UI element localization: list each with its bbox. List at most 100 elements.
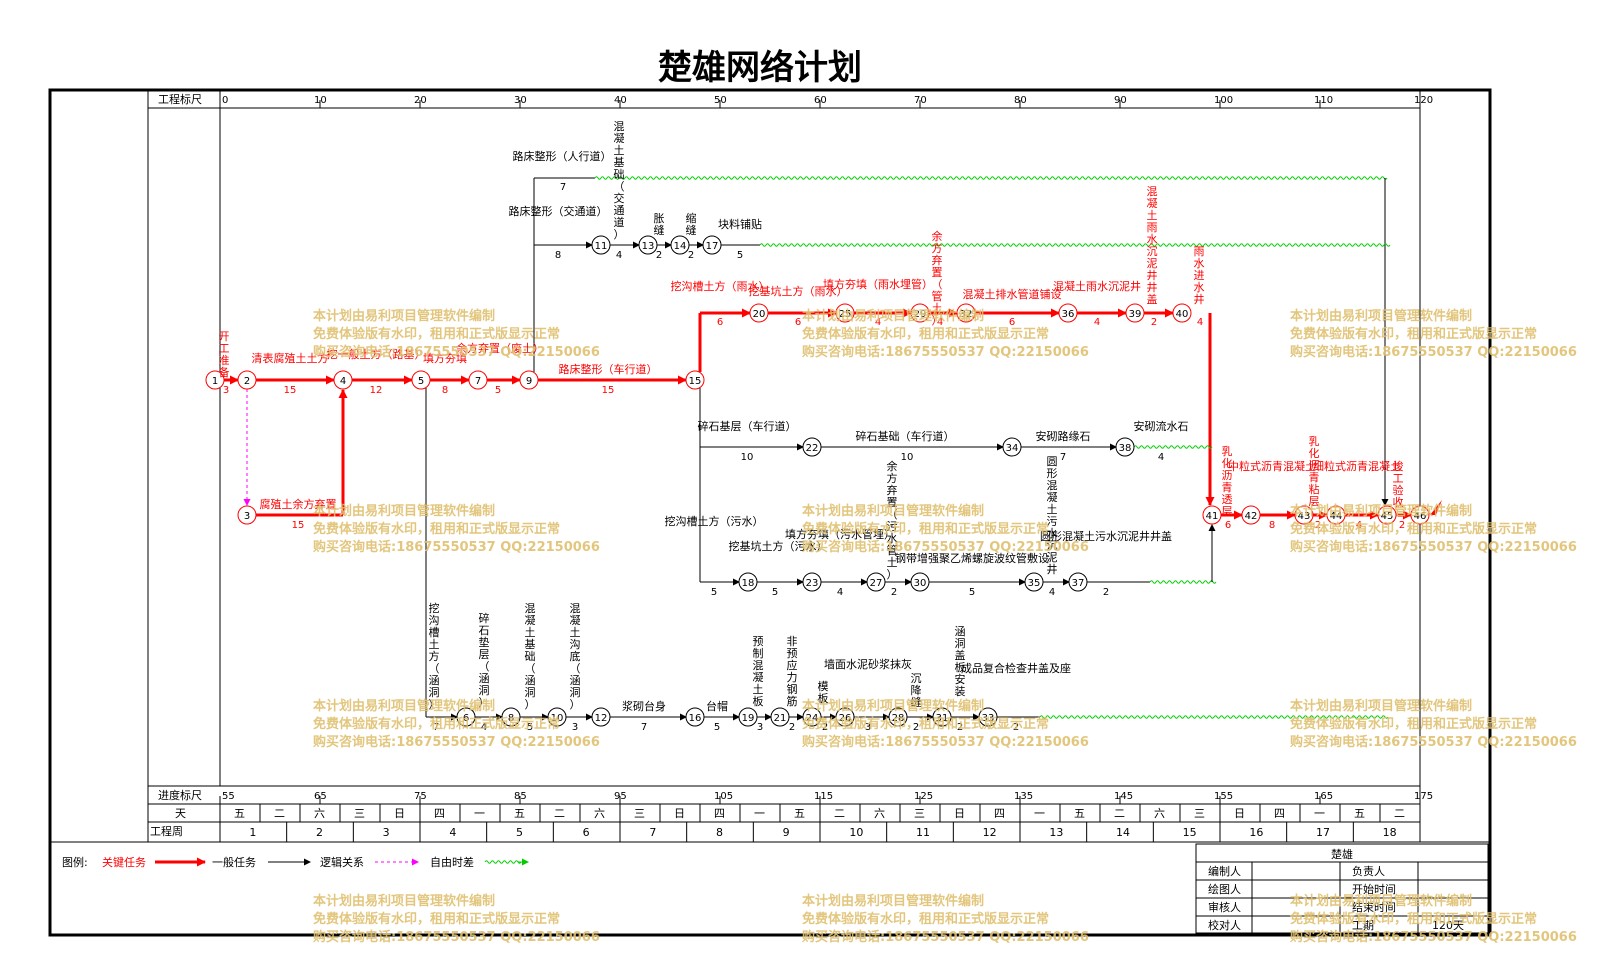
week-label: 2 (316, 826, 323, 839)
top-tick-label: 120 (1414, 95, 1433, 106)
node-label: 17 (706, 241, 719, 252)
node-label: 32 (960, 309, 973, 320)
node-16 (685, 707, 705, 727)
node-label: 42 (1245, 511, 1258, 522)
activity-duration: 4 (875, 317, 881, 328)
progress-tick-label: 145 (1114, 791, 1133, 802)
activity-label: 竣工验收 (1393, 459, 1404, 509)
weekday-label: 一 (1034, 807, 1045, 820)
week-label: 9 (783, 826, 790, 839)
weekday-label: 五 (794, 807, 805, 820)
activity-duration: 3 (572, 722, 578, 733)
node-label: 7 (475, 376, 481, 387)
progress-tick-label: 105 (714, 791, 733, 802)
activity-label: 碎石垫层（涵洞） (479, 611, 490, 709)
week-label: 17 (1316, 826, 1330, 839)
activity-duration: 7 (1060, 452, 1066, 463)
legend-logic-label: 逻辑关系 (320, 855, 364, 869)
weekday-label: 一 (754, 807, 765, 820)
weekday-label: 三 (354, 807, 365, 820)
legend-float-wave (484, 860, 522, 864)
week-label: 10 (849, 826, 863, 839)
weekday-label: 四 (1274, 807, 1285, 820)
node-label: 43 (1298, 511, 1311, 522)
activity-duration: 5 (711, 587, 717, 598)
node-label: 3 (244, 511, 250, 522)
activity-duration: 6 (717, 317, 723, 328)
node-38 (1115, 437, 1135, 457)
info-right-label: 负责人 (1352, 864, 1385, 878)
node-label: 9 (526, 376, 532, 387)
activity-label: 圆形混凝土污水沉泥井 (1047, 455, 1058, 576)
top-tick-label: 110 (1314, 95, 1333, 106)
activity-duration: 2 (1103, 587, 1109, 598)
weekday-label: 日 (674, 807, 685, 820)
activity-label: 挖沟槽土方（涵洞） (429, 601, 440, 711)
weekday-label: 四 (434, 807, 445, 820)
activity-label: 碎石基层（车行道） (698, 419, 797, 433)
free-float-wave (1039, 715, 1389, 719)
node-12 (591, 707, 611, 727)
node-44 (1326, 505, 1346, 525)
activity-label: 腐殖土余方弃置 (260, 497, 337, 511)
node-label: 34 (1006, 443, 1019, 454)
activity-duration: 2 (822, 722, 828, 733)
page-title: 楚雄网络计划 (658, 48, 862, 88)
weekday-label: 三 (634, 807, 645, 820)
week-label: 4 (449, 826, 456, 839)
node-11 (591, 235, 611, 255)
week-label: 7 (649, 826, 656, 839)
activity-label: 混凝土雨水沉泥井 (1053, 279, 1141, 293)
progress-tick-label: 75 (414, 791, 427, 802)
node-18 (738, 572, 758, 592)
weekday-label: 二 (1394, 807, 1405, 820)
weekday-label: 五 (234, 807, 245, 820)
activity-label: 台帽 (706, 699, 728, 713)
node-14 (670, 235, 690, 255)
activity-label: 块料铺贴 (718, 217, 762, 231)
legend-title: 图例: (62, 855, 88, 869)
node-label: 27 (870, 578, 883, 589)
weekday-label: 四 (994, 807, 1005, 820)
activity-duration: 2 (1013, 722, 1019, 733)
node-25 (835, 303, 855, 323)
weekday-label: 五 (1354, 807, 1365, 820)
activity-duration: 15 (602, 385, 615, 396)
node-label: 16 (689, 713, 702, 724)
node-30 (910, 572, 930, 592)
activity-label: 挖沟槽土方（雨水） (671, 279, 770, 293)
activity-label: 清表腐殖土土方 (252, 351, 329, 365)
activity-label: 缩缝 (686, 212, 697, 237)
activity-label: 浆砌台身 (622, 699, 666, 713)
progress-scale-label: 进度标尺 (158, 788, 202, 802)
node-3 (237, 505, 257, 525)
node-label: 4 (340, 376, 346, 387)
node-label: 22 (806, 443, 819, 454)
node-2 (237, 370, 257, 390)
activity-label: 挖一般土方（路基） (327, 347, 426, 361)
activity-duration: 4 (616, 250, 622, 261)
weekday-label: 二 (1114, 807, 1125, 820)
activity-duration: 5 (527, 722, 533, 733)
progress-tick-label: 155 (1214, 791, 1233, 802)
node-label: 23 (806, 578, 819, 589)
node-label: 24 (806, 713, 819, 724)
week-label: 13 (1049, 826, 1063, 839)
node-label: 10 (551, 713, 564, 724)
top-tick-label: 40 (614, 95, 627, 106)
info-right-label: 工期 (1352, 919, 1374, 932)
activity-duration: 7 (641, 722, 647, 733)
node-label: 19 (742, 713, 755, 724)
week-label: 5 (516, 826, 523, 839)
node-label: 21 (774, 713, 787, 724)
node-39 (1125, 303, 1145, 323)
legend-critical-label: 关键任务 (102, 855, 146, 869)
node-label: 28 (892, 713, 905, 724)
day-row-label: 天 (175, 807, 186, 820)
activity-duration: 10 (741, 452, 754, 463)
activity-label: 填方夯填（污水管埋） (785, 527, 895, 541)
activity-duration: 6 (1009, 317, 1015, 328)
node-21 (770, 707, 790, 727)
activity-duration: 6 (1225, 520, 1231, 531)
node-23 (802, 572, 822, 592)
